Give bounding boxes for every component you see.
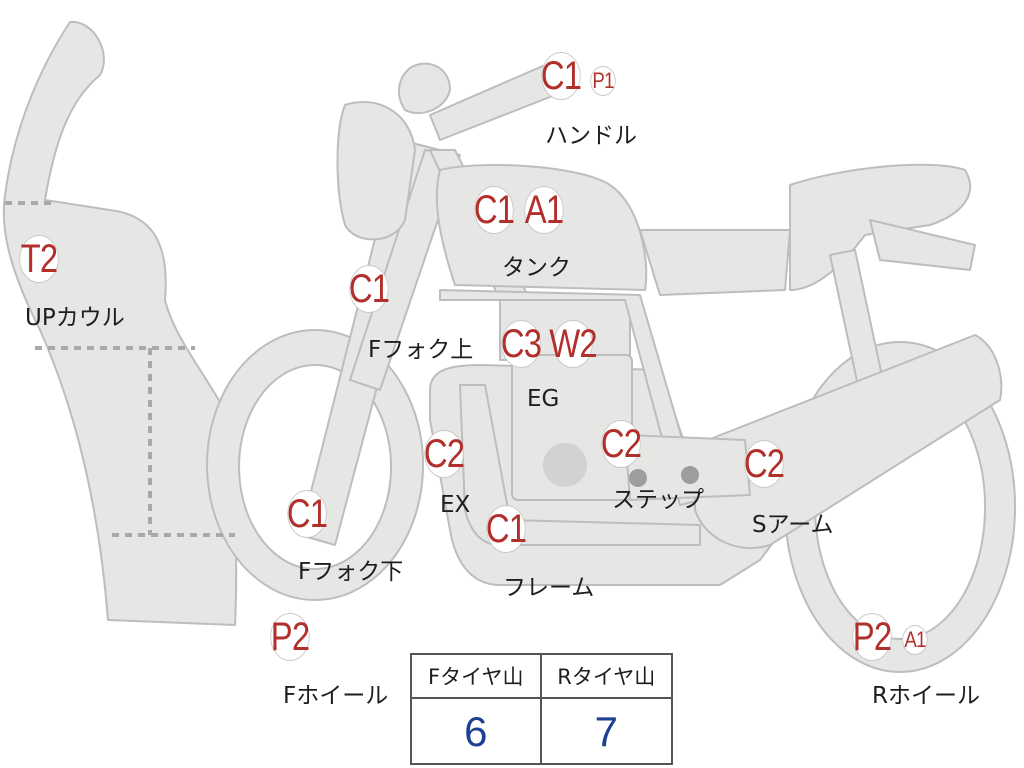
- exhaust-badge-1: C2: [424, 430, 465, 478]
- upcowl-badge-1: T2: [19, 235, 59, 283]
- step-badge-1: C2: [601, 420, 642, 468]
- engine-label: EG: [527, 386, 560, 412]
- front-wheel-shape: [206, 329, 425, 601]
- headlight-shape: [336, 101, 416, 241]
- frame-badge-1: C1: [486, 505, 527, 553]
- frame-label: フレーム: [503, 575, 595, 601]
- exhaust-label: EX: [440, 492, 471, 518]
- ffork-lower-label: Fフォク下: [298, 559, 404, 585]
- handlebar-shape: [429, 64, 556, 141]
- handle-badge-2: P1: [590, 66, 616, 96]
- tank-label: タンク: [502, 255, 571, 281]
- rwheel-badge-2: A1: [902, 625, 928, 655]
- seat-shape: [639, 229, 791, 296]
- ffork-lower-badge-1: C1: [287, 490, 328, 538]
- tire-tread-table: Fタイヤ山 Rタイヤ山 6 7: [410, 653, 673, 765]
- handle-badge-1: C1: [541, 52, 582, 100]
- swingarm-label: Sアーム: [752, 512, 834, 538]
- swingarm-badge-1: C2: [744, 440, 785, 488]
- tank-badge-1: C1: [474, 186, 515, 234]
- handle-label: ハンドル: [545, 123, 637, 149]
- fwheel-label: Fホイール: [283, 683, 389, 709]
- step-label: ステップ: [612, 487, 704, 513]
- ffork-upper-badge-1: C1: [349, 265, 390, 313]
- mirror-shape: [398, 62, 451, 115]
- rear-tread-value: 7: [594, 708, 618, 755]
- upcowl-label: UPカウル: [25, 305, 125, 331]
- rwheel-label: Rホイール: [872, 683, 980, 709]
- rear-tread-header: Rタイヤ山: [541, 655, 671, 699]
- tank-badge-2: A1: [524, 186, 564, 234]
- ffork-upper-label: Fフォク上: [368, 337, 474, 363]
- fwheel-badge-1: P2: [270, 613, 310, 661]
- swingarm-shape: [694, 334, 1003, 550]
- engine-badge-1: C3: [501, 320, 542, 368]
- rwheel-badge-1: P2: [852, 613, 892, 661]
- front-tread-header: Fタイヤ山: [412, 655, 542, 699]
- engine-badge-2: W2: [549, 320, 598, 368]
- front-tread-value: 6: [412, 699, 542, 765]
